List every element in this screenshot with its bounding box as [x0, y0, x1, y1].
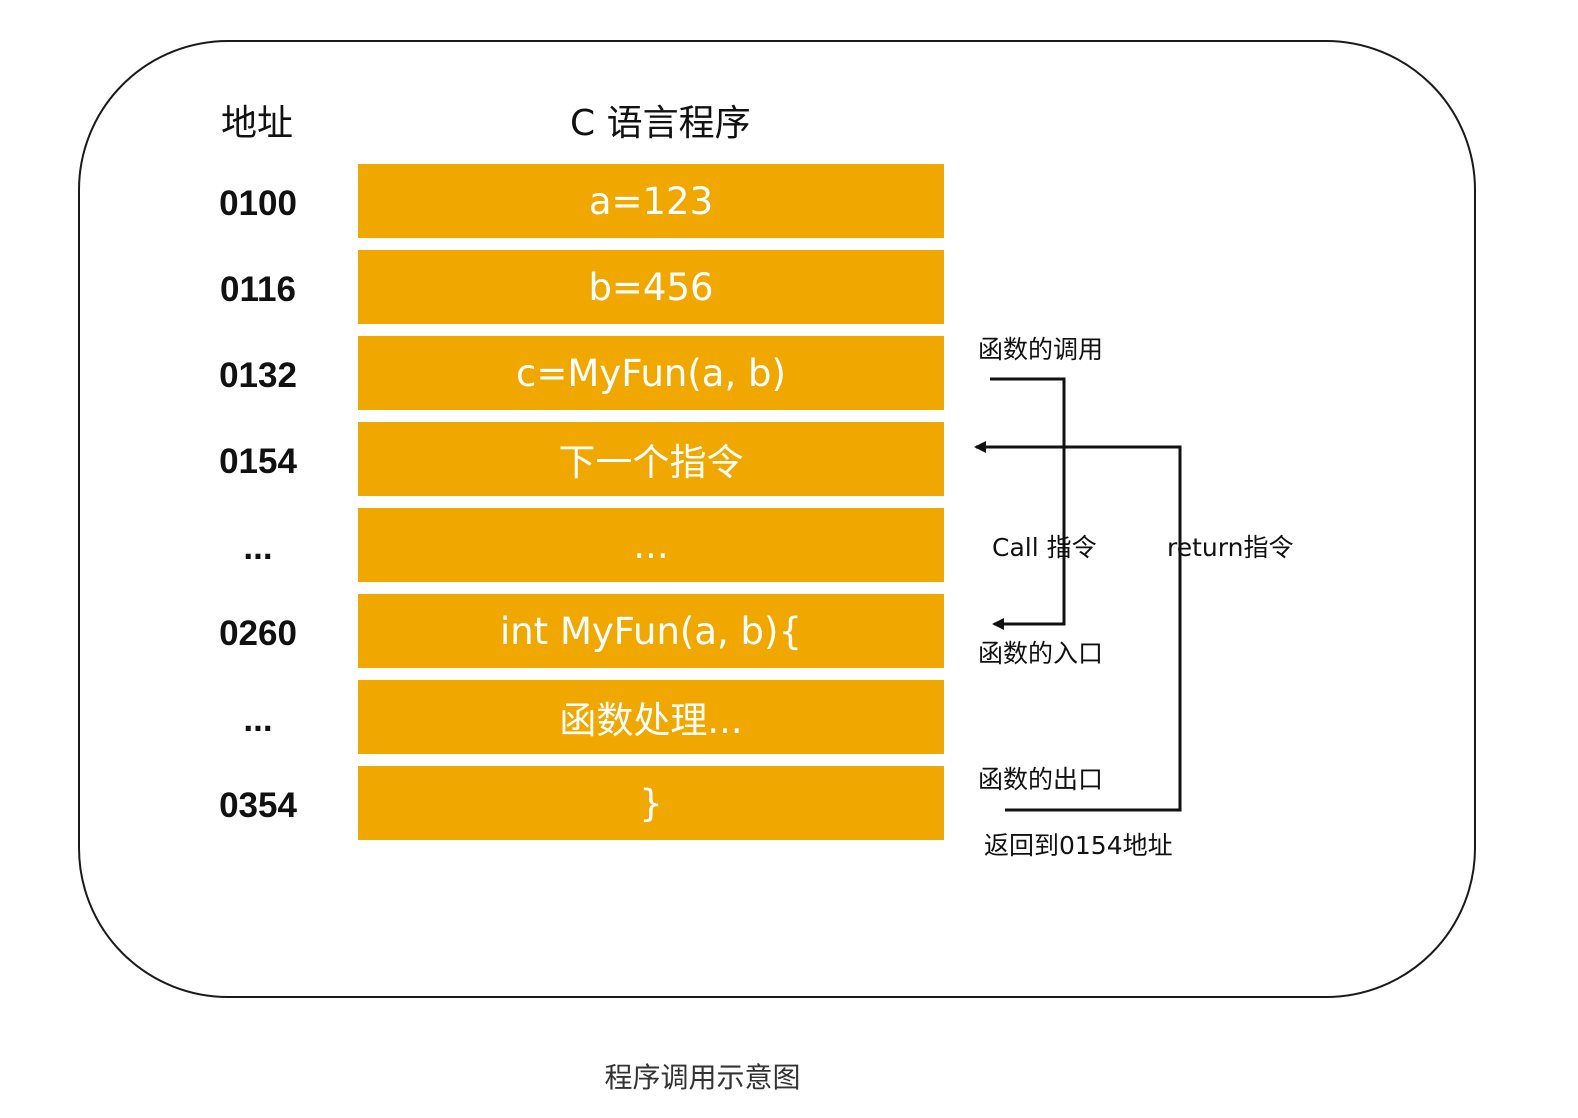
code-cell: } — [358, 766, 944, 840]
code-cell: int MyFun(a, b){ — [358, 594, 944, 668]
return-arrow — [974, 441, 1182, 812]
figure-caption: 程序调用示意图 — [604, 1061, 801, 1094]
call-arrow — [990, 377, 1066, 630]
address-label: ... — [243, 528, 273, 567]
code-cell: ... — [358, 508, 944, 582]
address-label: 0260 — [219, 614, 297, 653]
code-cell: 函数处理... — [358, 680, 944, 754]
code-cell: 下一个指令 — [358, 422, 944, 496]
call-instruction-label: Call 指令 — [992, 533, 1097, 562]
address-label: 0354 — [219, 786, 297, 825]
address-label: ... — [243, 700, 273, 739]
address-label: 0132 — [219, 356, 297, 395]
call-site-label: 函数的调用 — [978, 335, 1104, 364]
diagram-frame — [78, 40, 1476, 998]
code-cell: b=456 — [358, 250, 944, 324]
code-cell: c=MyFun(a, b) — [358, 336, 944, 410]
address-column-header: 地址 — [221, 103, 294, 144]
return-instruction-label: return指令 — [1167, 533, 1294, 562]
exit-label: 函数的出口 — [978, 765, 1104, 794]
address-label: 0154 — [219, 442, 297, 481]
address-label: 0116 — [220, 270, 296, 309]
code-cell: a=123 — [358, 164, 944, 238]
address-label: 0100 — [219, 184, 297, 223]
return-to-label: 返回到0154地址 — [984, 831, 1173, 860]
program-column-header: C 语言程序 — [570, 103, 751, 144]
entry-label: 函数的入口 — [978, 639, 1104, 668]
